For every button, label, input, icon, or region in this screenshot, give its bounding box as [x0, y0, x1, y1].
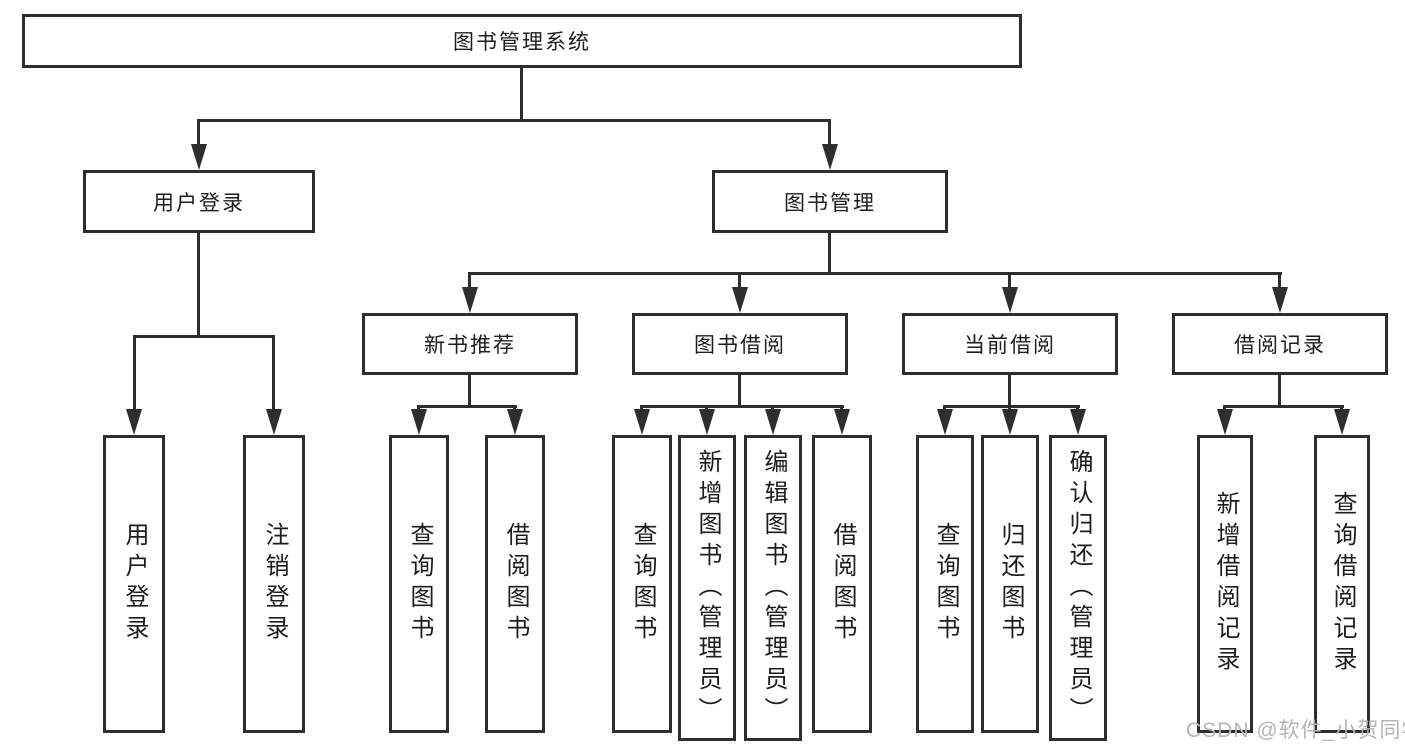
connector-to-new-book	[468, 272, 471, 289]
arrow-down-icon	[1272, 287, 1288, 313]
connector-to-leaf	[272, 335, 275, 413]
connector-to-leaf	[771, 405, 774, 411]
arrow-down-icon	[1002, 287, 1018, 313]
connector-to-leaf	[943, 405, 946, 411]
arrow-down-icon	[1070, 409, 1086, 435]
arrow-down-icon	[1217, 409, 1233, 435]
leaf-current-query-books: 查询图书	[916, 435, 974, 733]
connector-borrow-record-rail	[1223, 405, 1344, 408]
csdn-watermark: CSDN @软件_小贺同学	[1186, 719, 1405, 742]
connector-current-borrow-stem	[1008, 375, 1011, 408]
arrow-down-icon	[732, 287, 748, 313]
leaf-newbook-query-books: 查询图书	[389, 435, 449, 733]
connector-book-borrow-rail	[640, 405, 844, 408]
connector-to-book-mgmt	[828, 119, 831, 147]
node-book-management: 图书管理	[712, 170, 948, 233]
node-current-borrow: 当前借阅	[902, 313, 1118, 375]
connector-to-user-login	[197, 119, 200, 147]
connector-book-borrow-stem	[738, 375, 741, 408]
arrow-down-icon	[266, 409, 282, 435]
connector-to-leaf	[417, 405, 420, 411]
connector-to-leaf	[513, 405, 516, 411]
arrow-down-icon	[411, 409, 427, 435]
leaf-logout: 注销登录	[243, 435, 305, 733]
node-root-library-system: 图书管理系统	[22, 14, 1022, 68]
arrow-down-icon	[1334, 409, 1350, 435]
connector-borrow-record-stem	[1278, 375, 1281, 408]
connector-user-login-stem	[197, 233, 200, 338]
connector-book-mgmt-stem	[828, 233, 831, 275]
connector-root-stem	[520, 68, 523, 122]
connector-level3-rail	[469, 272, 1282, 275]
connector-to-leaf	[705, 405, 708, 411]
arrow-down-icon	[1002, 409, 1018, 435]
leaf-record-add-record: 新增借阅记录	[1197, 435, 1253, 733]
arrow-down-icon	[834, 409, 850, 435]
leaf-newbook-borrow-books: 借阅图书	[485, 435, 545, 733]
connector-to-borrow-record	[1278, 272, 1281, 289]
leaf-current-confirm-return-admin: 确认归还（管理员）	[1049, 435, 1107, 741]
arrow-down-icon	[126, 409, 142, 435]
connector-to-leaf	[1008, 405, 1011, 411]
connector-to-leaf	[1223, 405, 1226, 411]
connector-new-book-stem	[468, 375, 471, 408]
leaf-borrow-borrow-books: 借阅图书	[812, 435, 872, 733]
connector-to-leaf	[133, 335, 136, 413]
connector-current-borrow-rail	[943, 405, 1080, 408]
leaf-user-login: 用户登录	[103, 435, 165, 733]
arrow-down-icon	[634, 409, 650, 435]
arrow-down-icon	[822, 144, 838, 170]
connector-to-leaf	[1076, 405, 1079, 411]
connector-to-current-borrow	[1008, 272, 1011, 289]
connector-level2-rail	[198, 119, 831, 122]
node-borrow-record: 借阅记录	[1172, 313, 1388, 375]
connector-to-book-borrow	[738, 272, 741, 289]
arrow-down-icon	[462, 287, 478, 313]
leaf-borrow-query-books: 查询图书	[612, 435, 672, 733]
connector-to-leaf	[840, 405, 843, 411]
arrow-down-icon	[507, 409, 523, 435]
connector-to-leaf	[1340, 405, 1343, 411]
connector-user-login-rail	[133, 335, 275, 338]
node-new-book-recommend: 新书推荐	[362, 313, 578, 375]
node-user-login: 用户登录	[83, 170, 315, 233]
node-book-borrow: 图书借阅	[632, 313, 848, 375]
arrow-down-icon	[765, 409, 781, 435]
leaf-current-return-books: 归还图书	[981, 435, 1039, 733]
connector-new-book-rail	[417, 405, 517, 408]
connector-to-leaf	[640, 405, 643, 411]
leaf-record-query-record: 查询借阅记录	[1314, 435, 1370, 733]
leaf-borrow-add-books-admin: 新增图书（管理员）	[678, 435, 736, 741]
arrow-down-icon	[699, 409, 715, 435]
arrow-down-icon	[191, 144, 207, 170]
arrow-down-icon	[937, 409, 953, 435]
leaf-borrow-edit-books-admin: 编辑图书（管理员）	[744, 435, 802, 741]
